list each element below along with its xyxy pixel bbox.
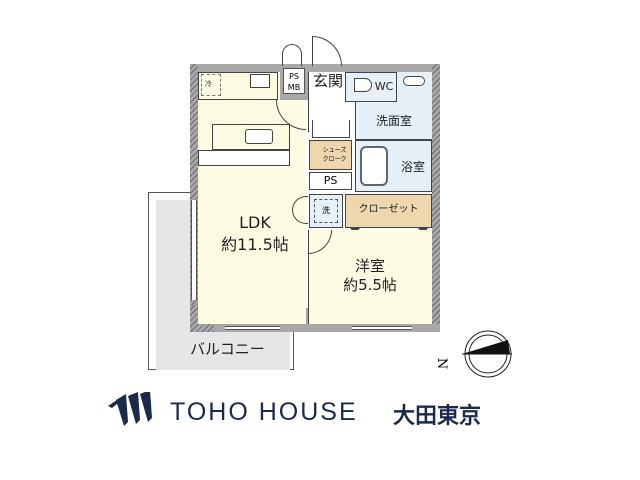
brand-logo-icon (108, 392, 152, 426)
ps-door-swing[interactable] (282, 44, 302, 66)
toilet-icon-2 (354, 78, 372, 92)
ps-mb-line2: MB (287, 83, 301, 92)
shoe-closet[interactable]: シューズ クローク (309, 140, 352, 170)
ps-mb-box: PS MB (283, 68, 305, 94)
sink-icon (245, 129, 273, 144)
fridge-space (201, 74, 221, 96)
stove-icon (250, 74, 270, 88)
bathtub-icon (360, 146, 388, 186)
brand-name: TOHO HOUSE (170, 398, 358, 426)
closet[interactable] (345, 194, 432, 228)
entrance-closet-doors[interactable] (312, 120, 350, 138)
western-size: 約5.5帖 (343, 276, 397, 294)
outer-wall-right (432, 64, 440, 332)
closet-label: クローゼット (358, 204, 419, 215)
outer-wall-top (190, 64, 440, 72)
shoe-closet-line2: クローク (322, 156, 347, 163)
balcony-floor (156, 332, 290, 370)
washroom-label: 洗面室 (375, 114, 412, 128)
wash-basin-icon (403, 76, 425, 86)
compass-icon (462, 330, 512, 378)
ps-box: PS (309, 172, 352, 190)
window-bottom-western (352, 326, 412, 330)
ldk-size: 約11.5帖 (221, 235, 289, 254)
fridge-label: 冷 (205, 80, 212, 88)
bathroom-label: 浴室 (400, 160, 425, 174)
wc-label-2: WC (374, 80, 394, 93)
outer-wall-left (190, 64, 198, 332)
western-room[interactable] (308, 230, 432, 324)
window-left (191, 200, 197, 300)
ldk-counter-bar (198, 150, 290, 166)
entrance-door-swing[interactable] (312, 36, 342, 66)
balcony-label: バルコニー (190, 340, 265, 358)
western-name: 洋室 (354, 257, 385, 275)
wc-room-overlay (345, 72, 397, 102)
ps-mb-line1: PS (289, 72, 299, 81)
washer-pan: 洗 (314, 199, 338, 223)
compass-north-label: N (434, 357, 450, 370)
entrance-label: 玄関 (312, 72, 343, 90)
window-bottom-ldk (225, 326, 280, 330)
brand-branch: 大田東京 (393, 404, 482, 429)
ldk-name: LDK (239, 213, 271, 232)
shoe-closet-line1: シューズ (322, 147, 347, 154)
